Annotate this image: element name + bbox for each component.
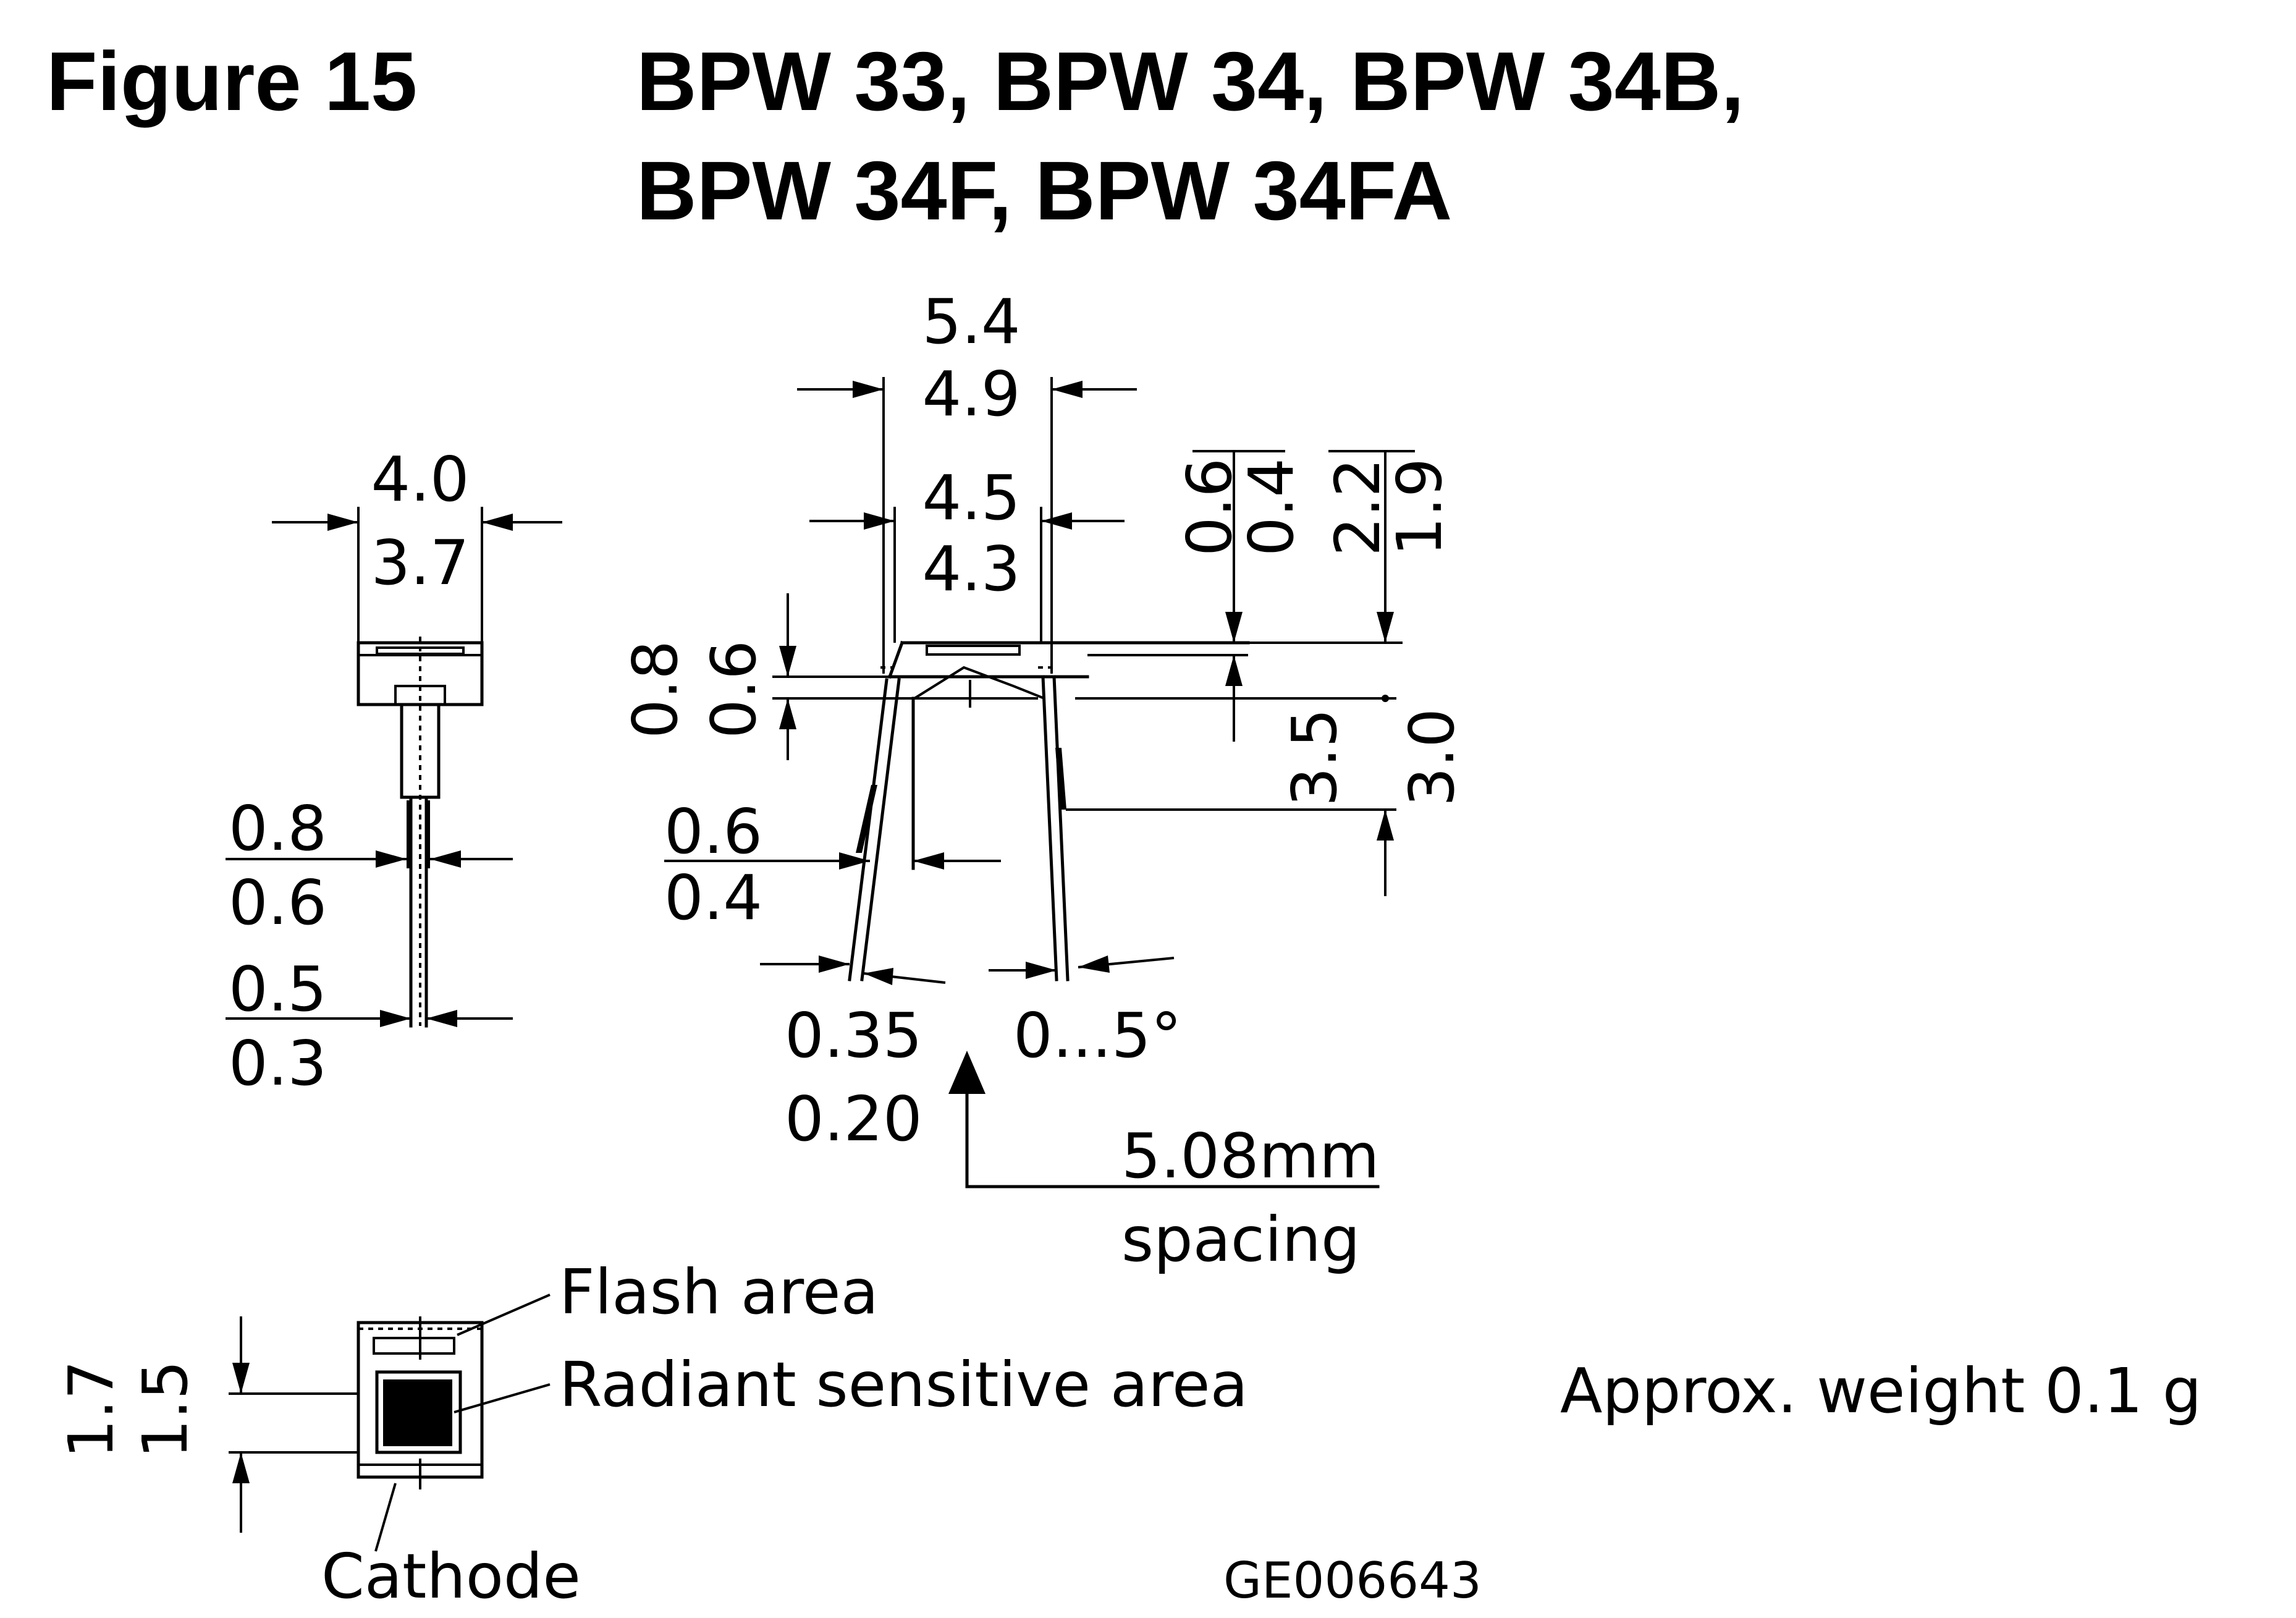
front-lead-min: 0.4 (664, 862, 762, 934)
side-lead-max: 0.8 (229, 792, 327, 865)
weight-note: Approx. weight 0.1 g (1560, 1355, 2201, 1427)
front-top-a-min: 0.4 (1235, 458, 1307, 556)
front-top-b-min: 1.9 (1383, 458, 1456, 556)
figure-title-line1: BPW 33, BPW 34, BPW 34B, (636, 35, 1744, 128)
front-spacing-label: spacing (1121, 1203, 1360, 1276)
front-inner-max: 4.5 (922, 462, 1020, 534)
top-height-max: 1.7 (55, 1360, 127, 1459)
top-height-min: 1.5 (129, 1360, 201, 1459)
front-top-a-max: 0.6 (1173, 458, 1246, 556)
side-width-min: 3.7 (371, 527, 469, 599)
front-view: 5.4 4.9 4.5 4.3 0.6 0.4 2.2 1.9 0.8 (619, 286, 1468, 1276)
drawing-code: GE006643 (1223, 1552, 1482, 1609)
figure-label: Figure 15 (46, 35, 417, 128)
cathode-label: Cathode (321, 1540, 581, 1612)
side-lead2-min: 0.3 (229, 1027, 327, 1099)
flash-area-label: Flash area (559, 1256, 879, 1328)
front-right-min: 3.0 (1396, 708, 1468, 807)
front-outer-max: 5.4 (922, 286, 1020, 358)
front-left-min: 0.6 (698, 640, 770, 739)
front-outer-min: 4.9 (922, 358, 1020, 430)
side-lead-min: 0.6 (229, 866, 327, 939)
side-body (357, 641, 484, 706)
front-pin-max: 0.35 (785, 999, 922, 1072)
radiant-sensitive-area (383, 1379, 452, 1446)
front-top-b-max: 2.2 (1322, 458, 1394, 556)
side-lead2-max: 0.5 (229, 953, 327, 1025)
top-view: 1.7 1.5 Flash area Radiant sensitive are… (55, 1256, 1248, 1612)
front-left-max: 0.8 (619, 640, 691, 739)
front-inner-min: 4.3 (922, 533, 1020, 605)
front-spacing-value: 5.08mm (1121, 1120, 1379, 1192)
side-width-max: 4.0 (371, 443, 469, 515)
front-pin-min: 0.20 (785, 1083, 922, 1155)
figure-title-line2: BPW 34F, BPW 34FA (636, 144, 1452, 237)
front-lead-max: 0.6 (664, 795, 762, 868)
side-view: 4.0 3.7 0.8 0.6 0.5 0.3 (226, 443, 562, 1099)
front-angle: 0...5° (1013, 999, 1182, 1072)
front-right-max: 3.5 (1278, 708, 1351, 807)
radiant-area-label: Radiant sensitive area (559, 1349, 1248, 1421)
